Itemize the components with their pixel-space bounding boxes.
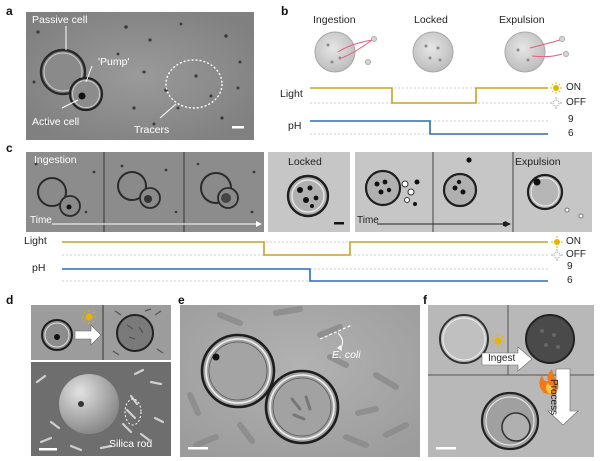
micrograph-c-ingestion: Ingestion Time [26, 152, 264, 232]
micrograph-a-drawing [26, 12, 254, 140]
label-c-ph6: 6 [567, 275, 573, 286]
micrograph-c-expulsion-drawing [355, 152, 592, 232]
label-b-ph: pH [288, 120, 302, 132]
label-c-off: OFF [566, 249, 586, 260]
label-c-light: Light [24, 235, 47, 247]
micrograph-e-drawing [180, 305, 420, 457]
label-c-locked: Locked [288, 156, 322, 168]
label-b-on: ON [566, 82, 581, 93]
label-c-time-1: Time [30, 215, 52, 226]
sun-off-icon-c [551, 249, 563, 261]
label-b-locked: Locked [414, 14, 448, 26]
sun-off-icon-b [550, 97, 562, 109]
label-b-expulsion: Expulsion [499, 14, 545, 26]
micrograph-c-expulsion: Expulsion Time [355, 152, 592, 232]
label-tracers: Tracers [134, 124, 170, 136]
label-active-cell: Active cell [32, 116, 80, 128]
timing-diagram-c: Light pH ON OFF 9 6 [0, 232, 600, 290]
label-passive-cell: Passive cell [32, 14, 88, 26]
micrograph-a: Passive cell 'Pump' Active cell Tracers [26, 12, 254, 140]
micrograph-e: E. coli [180, 305, 420, 457]
sun-on-icon-f [491, 334, 505, 348]
panel-label-b: b [281, 4, 289, 18]
label-c-ph: pH [32, 262, 46, 274]
sun-on-icon-c [551, 236, 563, 248]
label-c-expulsion: Expulsion [515, 156, 561, 168]
timing-diagram-c-drawing [62, 236, 563, 282]
micrograph-c-locked-drawing [268, 152, 350, 232]
panel-label-f: f [423, 293, 427, 307]
micrograph-c-locked: Locked [268, 152, 350, 232]
micrograph-f: Ingest Process [428, 305, 594, 457]
label-silica-rod: Silica rod [109, 438, 153, 450]
label-c-time-2: Time [357, 215, 379, 226]
panel-label-d: d [6, 293, 14, 307]
label-b-ph6: 6 [568, 128, 574, 139]
flame-icon [539, 369, 559, 395]
panel-label-a: a [6, 4, 13, 18]
schematic-b: Ingestion Locked Expulsion Light pH ON O… [280, 0, 600, 140]
micrograph-d-top [31, 305, 171, 360]
label-b-off: OFF [566, 97, 586, 108]
sun-on-icon-b [550, 82, 562, 94]
label-b-ph9: 9 [568, 114, 574, 125]
label-b-light: Light [280, 88, 303, 100]
panel-label-c: c [6, 141, 13, 155]
schematic-b-drawing [310, 31, 569, 135]
label-ingest: Ingest [488, 353, 516, 364]
label-c-ingestion: Ingestion [34, 154, 77, 166]
sun-on-icon-d [82, 310, 96, 324]
label-ecoli: E. coli [332, 349, 361, 361]
label-c-ph9: 9 [567, 261, 573, 272]
label-pump: 'Pump' [98, 56, 130, 68]
label-process: Process [548, 379, 559, 416]
micrograph-d-top-drawing [31, 305, 171, 360]
micrograph-f-drawing [428, 305, 594, 457]
micrograph-c-ingestion-drawing [26, 152, 264, 232]
panel-label-e: e [178, 293, 185, 307]
micrograph-d-sem: Silica rod [31, 362, 171, 456]
label-b-ingestion: Ingestion [313, 14, 356, 26]
micrograph-d-sem-drawing [31, 362, 171, 456]
label-c-on: ON [566, 236, 581, 247]
